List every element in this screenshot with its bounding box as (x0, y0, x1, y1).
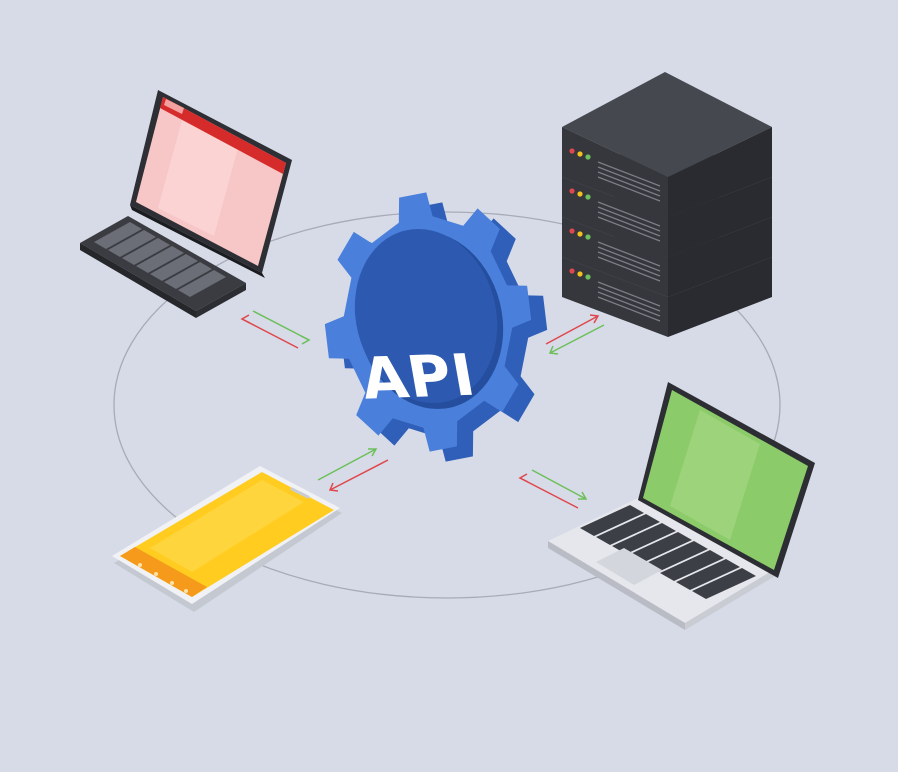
laptop-icon (548, 382, 815, 630)
arrow-pair-phone (317, 448, 389, 492)
server-unit-1 (562, 72, 772, 217)
api-label: API (356, 342, 481, 413)
arrow-pair-tablet (240, 310, 311, 349)
arrow-pair-laptop (518, 469, 588, 509)
api-gear-icon: API (324, 192, 548, 462)
tablet-keyboard-icon (80, 90, 292, 318)
smartphone-icon (112, 466, 342, 612)
arrow-pair-server (545, 314, 605, 355)
orbit-ellipse (113, 211, 781, 599)
server-rack-icon (562, 72, 772, 337)
